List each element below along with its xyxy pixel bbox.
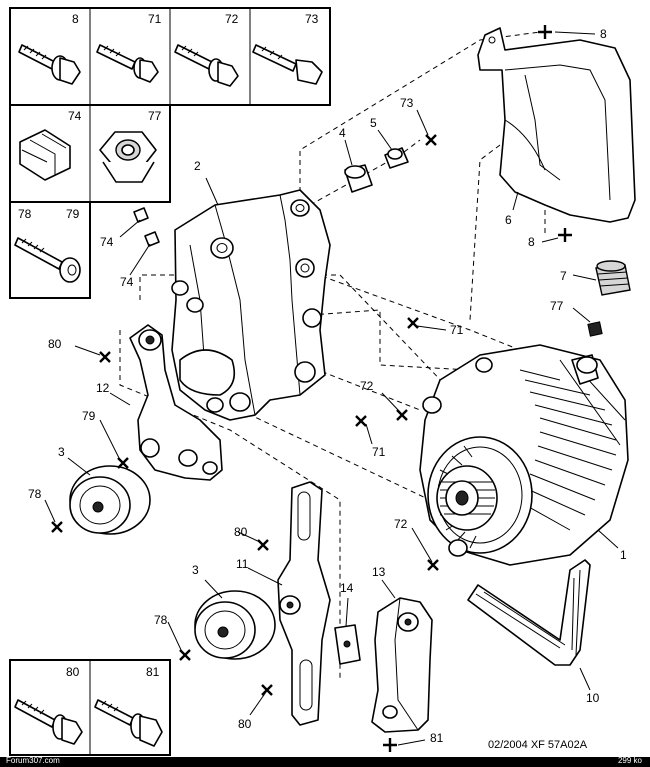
callout-5: 5 (370, 116, 377, 130)
callout-labels: 2 4 5 73 8 6 8 7 77 71 72 71 80 12 79 3 … (28, 27, 627, 745)
callout-80-mid: 80 (234, 525, 248, 539)
hardware-inset-top: 8 71 72 73 74 (9, 7, 331, 299)
bolt-80-icon (14, 699, 83, 745)
callout-78-upper: 78 (28, 487, 42, 501)
mounting-bracket-2 (171, 189, 331, 421)
callout-4: 4 (339, 126, 346, 140)
callout-3-upper: 3 (58, 445, 65, 459)
drive-belt-10 (467, 559, 591, 666)
inset-label-78: 78 (18, 207, 32, 221)
callout-72-lower: 72 (394, 517, 408, 531)
callout-2: 2 (194, 159, 201, 173)
callout-10: 10 (586, 691, 600, 705)
nut-77-icon (99, 131, 157, 183)
callout-79: 79 (82, 409, 96, 423)
fastener-markers (51, 25, 572, 752)
inset-label-73: 73 (305, 12, 319, 26)
bushing-5 (384, 147, 409, 169)
callout-73: 73 (400, 96, 414, 110)
tensioner-arm-12 (129, 324, 223, 481)
inset-label-81: 81 (146, 665, 160, 679)
footer-site[interactable]: Forum307.com (6, 756, 60, 765)
leader-lines (44, 31, 619, 746)
bushing-4 (344, 164, 373, 193)
callout-6: 6 (505, 213, 512, 227)
bolt-72-icon (174, 44, 239, 87)
hardware-inset-bottom: 80 81 (9, 659, 171, 756)
clip-74-small (133, 207, 160, 247)
callout-80-lower: 80 (238, 717, 252, 731)
cap-7 (595, 260, 631, 296)
callout-72-upper: 72 (360, 379, 374, 393)
callout-1: 1 (620, 548, 627, 562)
inset-label-72: 72 (225, 12, 239, 26)
inset-label-79: 79 (66, 207, 80, 221)
diagram-reference: 02/2004 XF 57A02A (488, 739, 588, 751)
callout-71-lower: 71 (372, 445, 386, 459)
callout-12: 12 (96, 381, 110, 395)
inset-label-74: 74 (68, 109, 82, 123)
footer-bar: Forum307.com 299 ko (0, 756, 650, 767)
inset-label-80: 80 (66, 665, 80, 679)
bolt-73-icon (252, 44, 323, 85)
callout-77: 77 (550, 299, 564, 313)
inset-label-71: 71 (148, 12, 162, 26)
callout-78-lower: 78 (154, 613, 168, 627)
bolt-71-icon (96, 44, 159, 83)
callout-80-upper: 80 (48, 337, 62, 351)
inset-label-8: 8 (72, 12, 79, 26)
bracket-13 (371, 597, 433, 733)
callout-7: 7 (560, 269, 567, 283)
callout-71-upper: 71 (450, 323, 464, 337)
bolt-8-icon (18, 44, 81, 85)
callout-13: 13 (372, 565, 386, 579)
callout-11: 11 (236, 557, 249, 571)
callout-3-lower: 3 (192, 563, 199, 577)
callout-74-a: 74 (100, 235, 114, 249)
callout-8-mid: 8 (528, 235, 535, 249)
alternator-1 (419, 344, 629, 566)
plate-14 (334, 624, 361, 665)
clip-74-icon (19, 129, 71, 181)
pulley-3-lower (194, 590, 276, 660)
callout-8-top: 8 (600, 27, 607, 41)
bolt-81-icon (94, 699, 163, 747)
callout-14: 14 (340, 581, 354, 595)
adjuster-strap-11 (277, 481, 331, 726)
nut-77-small (587, 321, 603, 337)
inset-label-77: 77 (148, 109, 162, 123)
stud-78-79-icon (14, 237, 81, 283)
callout-74-b: 74 (120, 275, 134, 289)
footer-size: 299 ko (617, 756, 642, 765)
pulley-3-upper (69, 465, 151, 535)
heat-shield-6 (477, 27, 636, 223)
callout-81: 81 (430, 731, 444, 745)
